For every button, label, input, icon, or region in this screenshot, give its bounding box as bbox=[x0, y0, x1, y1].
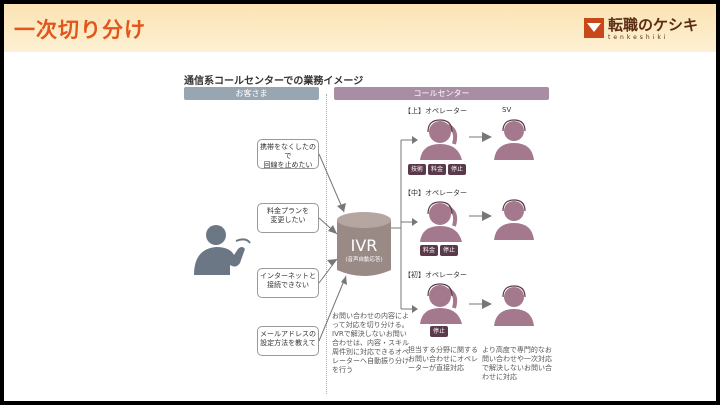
arrow-head-icon bbox=[328, 225, 337, 234]
reason-box: メールアドレスの 設定方法を教えて bbox=[257, 326, 319, 356]
arrow-head-icon bbox=[412, 305, 418, 313]
ivr-cylinder-icon bbox=[337, 212, 391, 276]
skill-tags-senior: 技術 料金 停止 bbox=[408, 164, 467, 175]
diagram-title: 通信系コールセンターでの業務イメージ bbox=[184, 76, 364, 87]
ivr-label: IVR bbox=[350, 236, 378, 255]
supervisor-headset-icon bbox=[494, 285, 534, 326]
logo-main-text: 転職のケシキ bbox=[607, 16, 698, 34]
logo-sub-text: tenkeshiki bbox=[607, 34, 669, 41]
reason-box: インターネットと 接続できない bbox=[257, 268, 319, 298]
arrow-head-icon bbox=[341, 276, 347, 285]
skill-tags-junior: 停止 bbox=[430, 326, 449, 337]
call-center-band: コールセンター bbox=[334, 87, 549, 100]
reason-box: 料金プランを 変更したい bbox=[257, 203, 319, 233]
connector-line bbox=[318, 153, 345, 213]
skill-tag: 停止 bbox=[448, 164, 467, 175]
operator-note: 担当する分野に関するお問い合わせにオペレーターが直接対応 bbox=[408, 346, 478, 372]
connector-line bbox=[318, 275, 347, 342]
supervisor-headset-icon bbox=[494, 119, 534, 160]
operator-headset-icon bbox=[420, 283, 462, 324]
operator-label-senior: 【上】オペレーター bbox=[404, 107, 467, 115]
header-band: 一次切り分け 転職のケシキ tenkeshiki bbox=[4, 4, 716, 52]
arrow-head-icon bbox=[482, 299, 492, 309]
skill-tag: 料金 bbox=[428, 164, 447, 175]
logo-text: 転職のケシキ tenkeshiki bbox=[607, 16, 698, 42]
supervisor-headset-icon bbox=[494, 199, 534, 240]
arrow-head-icon bbox=[412, 136, 418, 144]
customer-band: お客さま bbox=[184, 87, 319, 100]
operator-label-junior: 【初】オペレーター bbox=[404, 271, 467, 279]
slide: 一次切り分け 転職のケシキ tenkeshiki 通信系コールセンターでの業務イ… bbox=[4, 4, 716, 401]
operator-headset-icon bbox=[420, 201, 462, 242]
reason-box: 携帯をなくしたので 回線を止めたい bbox=[257, 139, 319, 169]
logo-mark-icon bbox=[583, 18, 604, 38]
arrow-head-icon bbox=[482, 132, 492, 142]
logo: 転職のケシキ tenkeshiki bbox=[583, 16, 698, 43]
operator-label-middle: 【中】オペレーター bbox=[404, 189, 467, 197]
arrow-head-icon bbox=[327, 259, 337, 266]
arrow-head-icon bbox=[412, 218, 418, 226]
arrow-head-icon bbox=[482, 211, 492, 221]
ivr-sublabel: (音声自動応答) bbox=[345, 257, 383, 263]
sv-label: SV bbox=[502, 106, 512, 114]
ivr-note: お問い合わせの内容によって対応を切り分ける。IVRで解決しないお問い合わせは、内… bbox=[332, 312, 409, 374]
operator-headset-icon bbox=[420, 119, 462, 160]
skill-tag: 停止 bbox=[440, 245, 459, 256]
slide-title: 一次切り分け bbox=[14, 18, 146, 42]
arrow-head-icon bbox=[337, 203, 346, 212]
skill-tag: 技術 bbox=[408, 164, 427, 175]
supervisor-note: より高度で専門的なお問い合わせや一次対応で解決しないお問い合わせに対応 bbox=[482, 346, 552, 381]
connector-lines bbox=[318, 132, 492, 342]
section-divider bbox=[326, 94, 327, 394]
skill-tags-middle: 料金 停止 bbox=[420, 245, 459, 256]
skill-tag: 停止 bbox=[430, 326, 449, 337]
skill-tag: 料金 bbox=[420, 245, 439, 256]
customer-figure-icon bbox=[194, 225, 251, 275]
